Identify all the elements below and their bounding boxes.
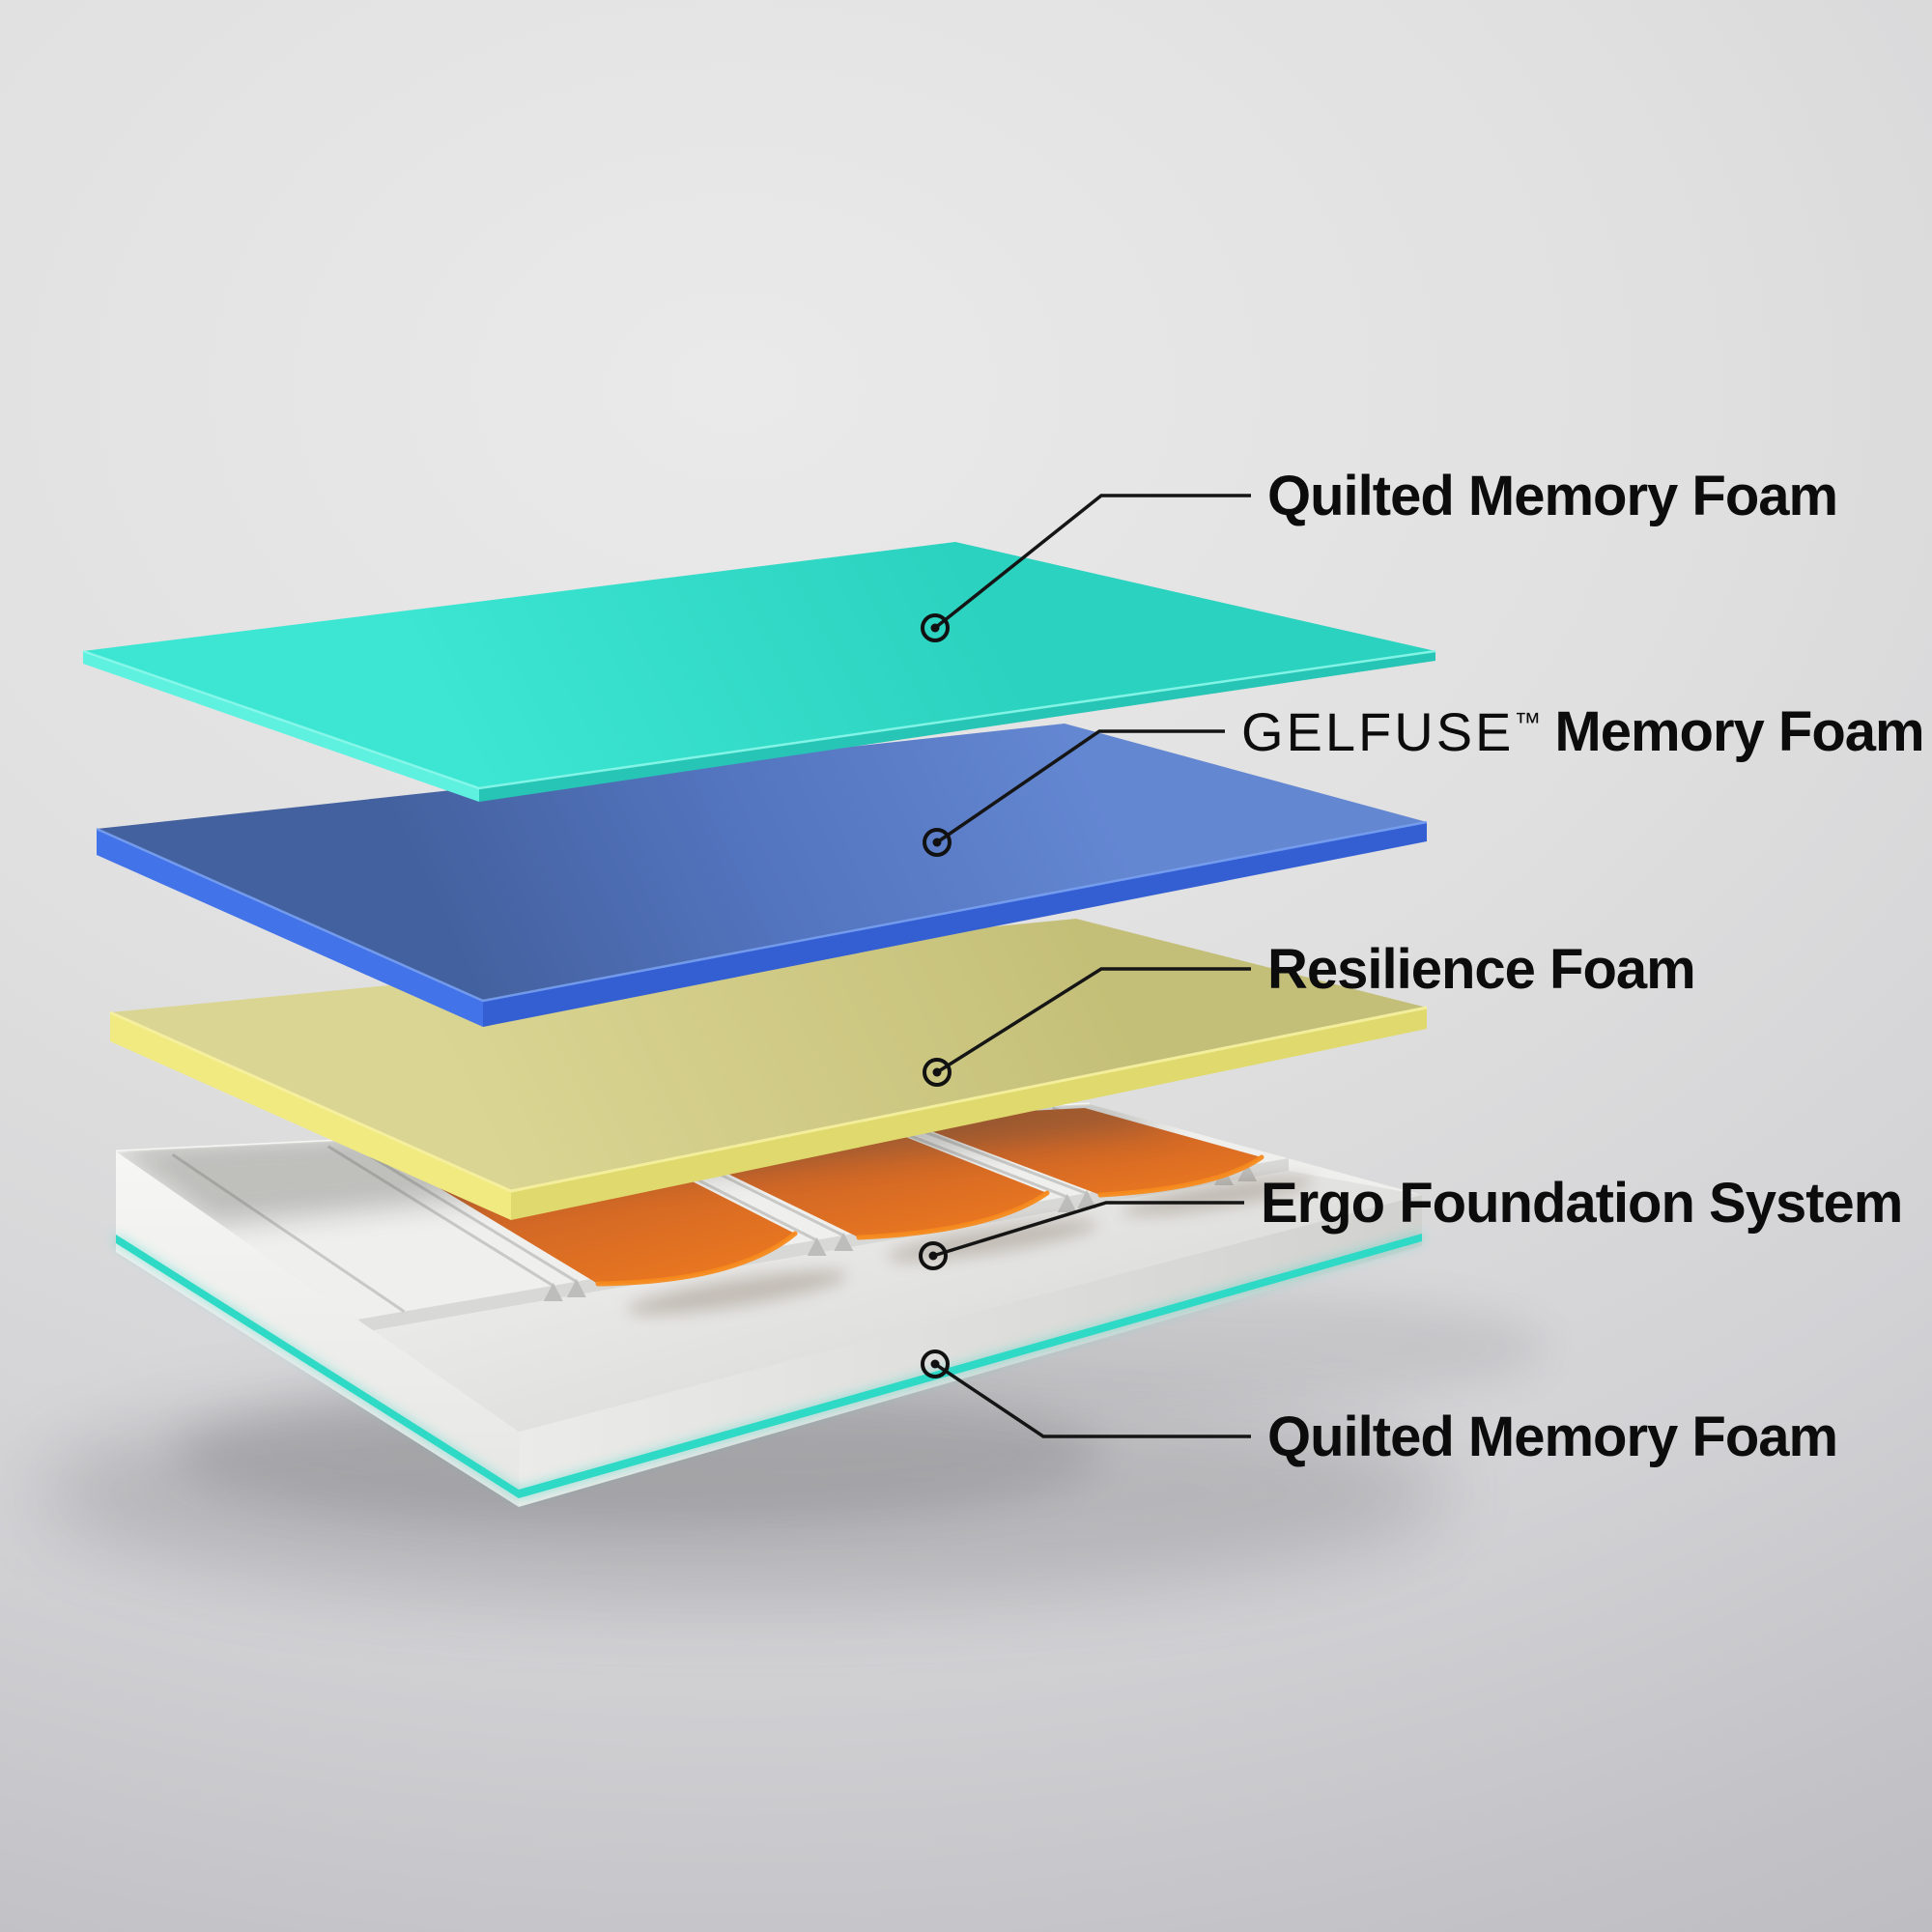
label-quilted-top-text: Quilted Memory Foam (1267, 465, 1837, 527)
label-quilted-bottom-text: Quilted Memory Foam (1267, 1406, 1837, 1468)
orange-insert-rim (595, 1231, 798, 1287)
marker-resilience-icon (923, 1058, 952, 1087)
marker-dot (932, 1067, 942, 1077)
insert-shadow (887, 1219, 1097, 1262)
label-quilted-top: Quilted Memory Foam (1267, 465, 1837, 527)
teal-edge-highlight (82, 649, 1436, 790)
label-ergo-text: Ergo Foundation System (1261, 1172, 1902, 1235)
foundation-step-face (357, 1158, 1289, 1333)
blue-edge-highlight (96, 820, 1428, 1003)
label-gelfuse-tm: ™ (1514, 707, 1541, 737)
marker-ring (919, 1241, 948, 1270)
step-notch (566, 1279, 586, 1297)
marker-dot (930, 623, 940, 633)
blue-top-face (97, 724, 1427, 1001)
blue-left-face (97, 829, 483, 1027)
bottom-quilted-strip (116, 1234, 1422, 1498)
blue-right-face (483, 822, 1427, 1027)
callout-line-resilience (936, 967, 1251, 1074)
step-notch (543, 1283, 563, 1301)
yellow-right-face (511, 1008, 1427, 1220)
teal-top-face (83, 542, 1435, 788)
marker-ring (923, 828, 952, 857)
teal-left-face (83, 651, 479, 802)
marker-gelfuse-icon (923, 828, 952, 857)
marker-quilted-bottom-icon (921, 1350, 950, 1378)
marker-ring (923, 1058, 952, 1087)
label-gelfuse-text: Memory Foam (1554, 700, 1923, 763)
insert-shadow (1122, 1177, 1314, 1215)
marker-ring (921, 1350, 950, 1378)
layer-quilted-foam-top (82, 542, 1436, 802)
strip-left (116, 1235, 519, 1498)
step-notch (1237, 1163, 1258, 1181)
label-quilted-bottom: Quilted Memory Foam (1267, 1406, 1837, 1468)
label-gelfuse-brand: GELFUSE (1241, 701, 1514, 762)
callout-line-quilted-top (933, 494, 1251, 630)
label-resilience: Resilience Foam (1267, 938, 1695, 1001)
callout-line-gelfuse (936, 729, 1225, 844)
yellow-edge-highlight (109, 1006, 1428, 1193)
step-notch (834, 1233, 854, 1251)
callout-line-ergo (932, 1201, 1244, 1258)
marker-quilted-top-icon (921, 613, 950, 642)
insert-shadow (627, 1270, 847, 1315)
label-ergo: Ergo Foundation System (1261, 1172, 1902, 1235)
marker-dot (930, 1359, 940, 1369)
marker-dot (932, 838, 942, 847)
label-gelfuse: GELFUSE™ Memory Foam (1241, 700, 1924, 763)
label-resilience-text: Resilience Foam (1267, 938, 1695, 1001)
layer-gelfuse-foam (96, 724, 1428, 1027)
callout-line-quilted-bottom (934, 1362, 1251, 1438)
step-notch (807, 1237, 827, 1256)
marker-ring (921, 613, 950, 642)
foundation-front-apron (357, 1171, 1422, 1432)
marker-ergo-icon (919, 1241, 948, 1270)
callout-markers (919, 613, 952, 1378)
teal-right-face (479, 651, 1435, 802)
foundation-left-face (116, 1151, 519, 1507)
orange-insert-rim (856, 1190, 1050, 1240)
callouts (932, 494, 1251, 1438)
step-notch (1077, 1190, 1097, 1208)
strip-right (519, 1234, 1422, 1498)
step-notch (1057, 1194, 1077, 1212)
yellow-left-face (110, 1012, 511, 1220)
marker-dot (928, 1251, 938, 1261)
orange-insert-rim (1097, 1154, 1264, 1198)
